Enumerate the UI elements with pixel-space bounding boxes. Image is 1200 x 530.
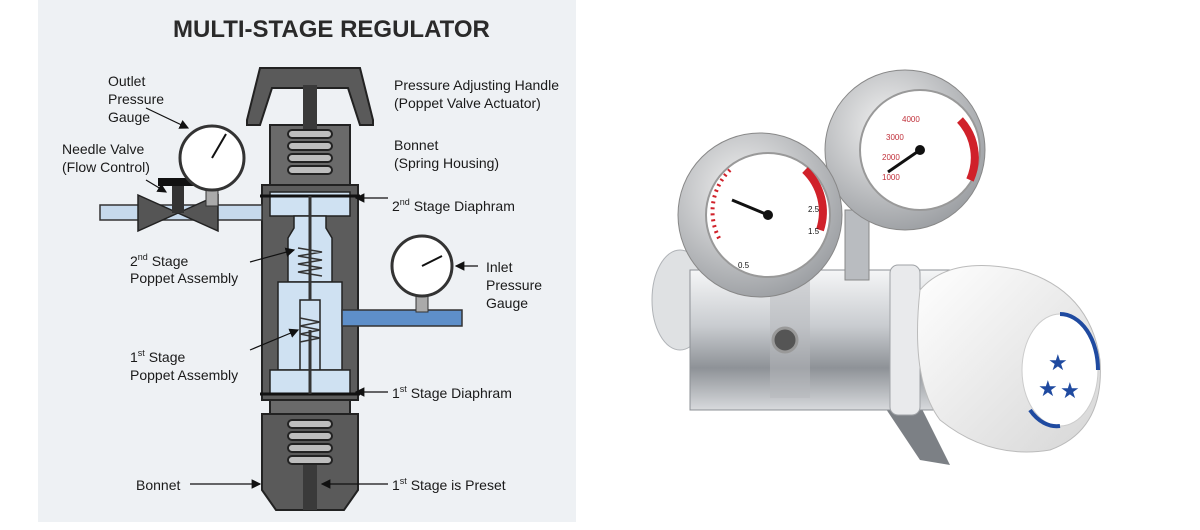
svg-text:★: ★ xyxy=(1048,351,1068,376)
svg-text:★: ★ xyxy=(1038,377,1058,402)
label-stage2-diaphragm: 2nd Stage Diaphram xyxy=(392,197,515,214)
svg-text:2000: 2000 xyxy=(882,153,900,162)
regulator-illustration: ★ ★ ★ 4000 3000 2000 1000 xyxy=(651,69,1101,465)
svg-text:3000: 3000 xyxy=(886,133,904,142)
top-spring xyxy=(287,129,333,175)
label-handle: Pressure Adjusting Handle (Poppet Valve … xyxy=(394,77,563,111)
right-gauge-icon: 4000 3000 2000 1000 xyxy=(824,69,986,231)
label-stage1-poppet: 1st Stage Poppet Assembly xyxy=(130,348,238,383)
adjusting-knob: ★ ★ ★ xyxy=(917,265,1101,453)
svg-text:1000: 1000 xyxy=(882,173,900,182)
gauge-stem xyxy=(844,209,870,281)
label-stage2-poppet: 2nd Stage Poppet Assembly xyxy=(130,252,238,286)
diagram-title: MULTI-STAGE REGULATOR xyxy=(173,16,490,43)
diagram-panel: MULTI-STAGE REGULATOR xyxy=(38,0,576,522)
svg-text:4000: 4000 xyxy=(902,115,920,124)
svg-text:2.5: 2.5 xyxy=(808,205,820,214)
label-bonnet-top: Bonnet (Spring Housing) xyxy=(394,137,499,171)
label-inlet-gauge: Inlet Pressure Gauge xyxy=(486,259,546,311)
logo-stars-icon: ★ ★ ★ xyxy=(1038,351,1080,404)
label-stage1-diaphragm: 1st Stage Diaphram xyxy=(392,384,512,401)
label-bonnet-bottom: Bonnet xyxy=(136,477,180,493)
inlet-pipe xyxy=(341,309,463,327)
outlet-gauge-icon xyxy=(178,124,246,207)
left-gauge-icon: 2.5 1.5 0.5 xyxy=(677,132,843,298)
regulator-cutaway-diagram: MULTI-STAGE REGULATOR xyxy=(62,16,563,511)
bottom-fitting xyxy=(880,400,950,465)
label-needle-valve: Needle Valve (Flow Control) xyxy=(62,141,150,175)
regulator-body xyxy=(260,184,360,401)
label-outlet-gauge: Outlet Pressure Gauge xyxy=(108,73,168,125)
port-icon xyxy=(771,326,799,354)
inlet-gauge-icon xyxy=(390,234,454,313)
top-handle xyxy=(246,67,374,186)
svg-text:★: ★ xyxy=(1060,379,1080,404)
svg-text:1.5: 1.5 xyxy=(808,227,820,236)
svg-text:0.5: 0.5 xyxy=(738,261,750,270)
label-stage1-preset: 1st Stage is Preset xyxy=(392,476,506,493)
regulator-product-photo: ★ ★ ★ 4000 3000 2000 1000 xyxy=(620,40,1180,510)
bottom-bonnet xyxy=(261,399,359,511)
body-collar xyxy=(889,264,921,416)
